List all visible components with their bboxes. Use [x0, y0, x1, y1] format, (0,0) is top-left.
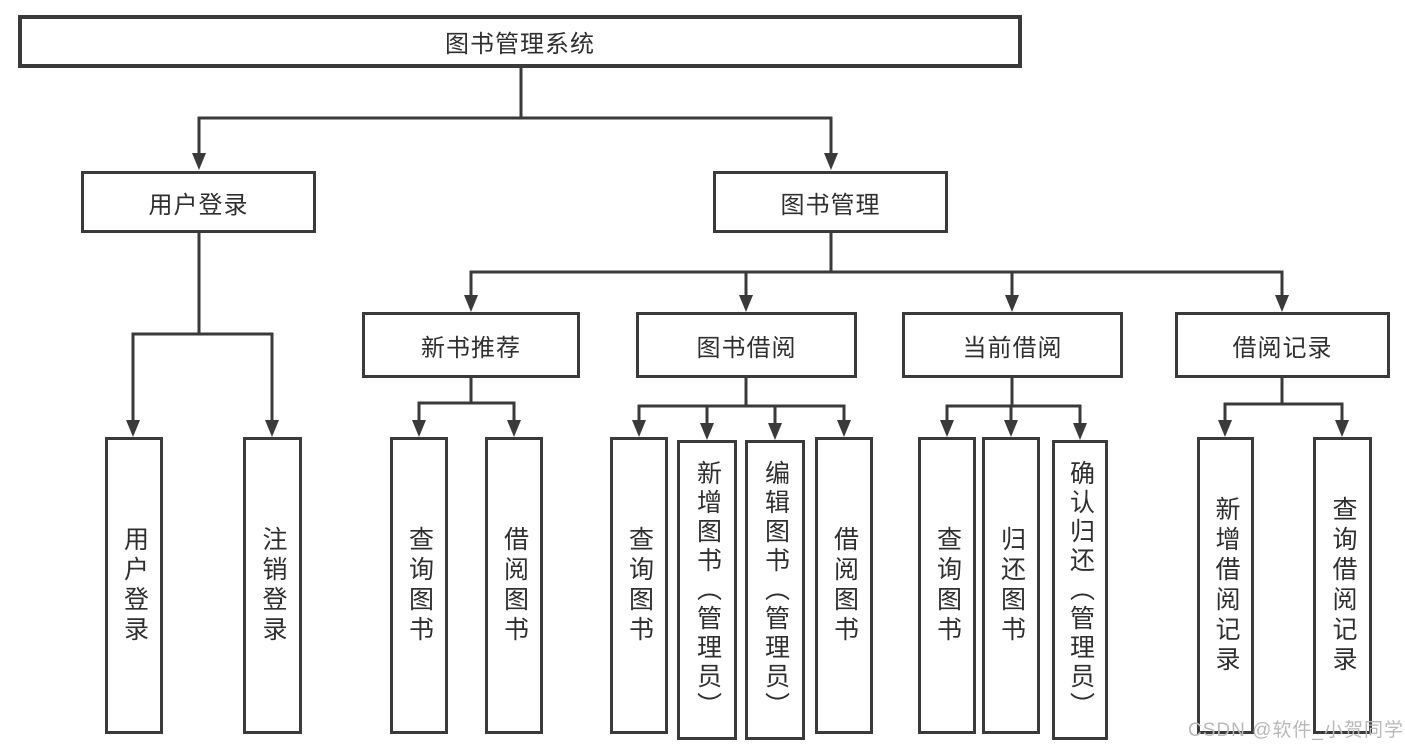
node-user-login-module: 用户登录	[81, 171, 316, 233]
node-leaf-logout: 注销登录	[243, 437, 302, 734]
node-leaf-user-login: 用户登录	[105, 437, 163, 734]
node-leaf-confirm-return-admin: 确认归还（管理员）	[1052, 440, 1108, 740]
connector-book-management	[464, 233, 1289, 312]
node-leaf-return-books: 归还图书	[982, 437, 1040, 734]
connector-book-borrow	[632, 378, 851, 440]
node-new-book-recommend: 新书推荐	[362, 312, 580, 378]
connector-root	[192, 68, 838, 170]
node-current-borrow: 当前借阅	[902, 312, 1123, 378]
connector-current-borrow	[940, 378, 1087, 440]
node-leaf-borrow-books: 借阅图书	[815, 437, 873, 734]
node-system-root: 图书管理系统	[18, 15, 1022, 68]
connector-user-login	[126, 233, 279, 437]
node-leaf-edit-book-admin: 编辑图书（管理员）	[745, 440, 805, 740]
node-leaf-add-borrow-record: 新增借阅记录	[1197, 437, 1254, 734]
csdn-watermark: CSDN @软件_小贺同学	[1188, 720, 1404, 741]
node-leaf-add-book-admin: 新增图书（管理员）	[677, 440, 737, 740]
node-leaf-query-books-current: 查询图书	[918, 437, 976, 734]
node-book-management: 图书管理	[713, 171, 948, 233]
node-leaf-borrow-books-recommend: 借阅图书	[485, 437, 543, 734]
connector-new-book-recommend	[412, 378, 521, 437]
node-leaf-query-books-borrow: 查询图书	[610, 437, 668, 734]
node-borrow-records: 借阅记录	[1175, 312, 1390, 378]
node-leaf-query-books-recommend: 查询图书	[390, 437, 448, 734]
node-book-borrow: 图书借阅	[636, 312, 857, 378]
node-leaf-query-borrow-record: 查询借阅记录	[1313, 437, 1372, 734]
connector-borrow-records	[1218, 378, 1349, 437]
